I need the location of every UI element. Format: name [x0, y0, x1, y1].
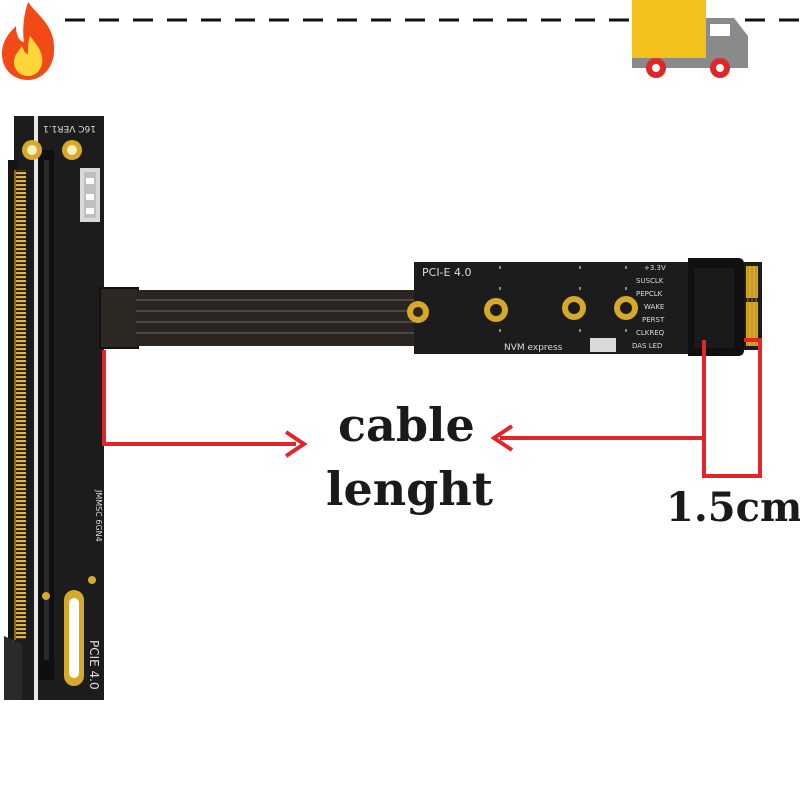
cable-length-label-line2: lenght — [326, 462, 494, 516]
adapter-signal-4: WAKE — [644, 303, 664, 311]
offset-length-label: 1.5cm — [666, 484, 800, 531]
pcie-riser-board: 16C VER1.1 PCIE 4.0 JMMSC 6GN4 — [4, 116, 104, 700]
riser-top-silkscreen: 16C VER1.1 — [43, 123, 96, 133]
adapter-nvm-silkscreen: NVM express — [504, 343, 563, 353]
m2-adapter-board: R4xx PCI-E 4.0 NVM express +3.3V SUSCLK … — [407, 258, 762, 356]
cable-length-arrows — [102, 340, 706, 458]
adapter-logo-silkscreen: R4xx — [592, 342, 612, 351]
riser-side-silkscreen: JMMSC 6GN4 — [94, 489, 103, 542]
adapter-signal-1: +3.3V — [644, 264, 666, 272]
truck-icon — [632, 0, 748, 78]
adapter-signal-7: DAS LED — [632, 342, 662, 350]
adapter-signal-2: SUSCLK — [636, 277, 664, 285]
ribbon-cable — [99, 287, 418, 349]
riser-bottom-silkscreen: PCIE 4.0 — [87, 640, 101, 690]
flame-icon — [2, 2, 55, 80]
offset-bracket — [702, 338, 762, 478]
adapter-signal-3: PEPCLK — [636, 290, 663, 298]
adapter-signal-6: CLKREQ — [636, 329, 665, 337]
adapter-title-silkscreen: PCI-E 4.0 — [422, 266, 471, 279]
adapter-signal-5: PERST — [642, 316, 665, 324]
cable-length-label-line1: cable — [338, 398, 475, 452]
